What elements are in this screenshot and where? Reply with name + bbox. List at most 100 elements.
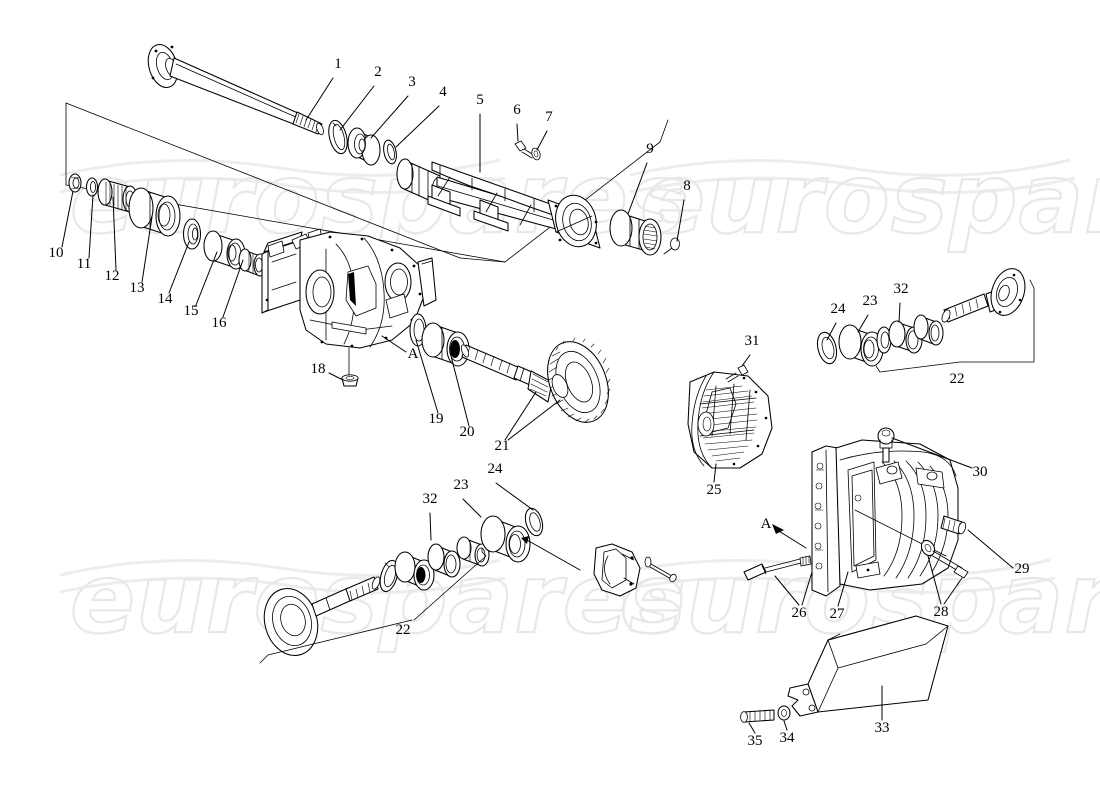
callout-3: 3 [370,74,416,139]
callout-label: 26 [792,605,808,621]
callout-10: 10 [49,190,74,261]
callout-label: 24 [831,301,847,317]
spline-hatching [295,113,320,133]
bolt-thread-hatch [749,709,771,722]
callout-24-top: 24 [826,301,847,341]
callout-23-top: 23 [857,293,878,333]
part-heat-shield [787,615,949,717]
callout-label: 14 [158,291,174,307]
callout-label: 28 [934,604,949,620]
part-axle-half-shaft [147,43,324,136]
callout-label: 32 [423,491,438,507]
part-crown-wheel-and-pinion [460,337,611,423]
part-differential-cover [811,439,959,597]
bracket-left-diag-top [65,102,461,259]
callout-label: 27 [830,606,846,622]
callout-27: 27 [830,571,849,622]
callout-20: 20 [449,351,475,440]
callout-18: 18 [311,361,344,381]
watermark-top-right: eurospares [629,142,1100,256]
pinion-teeth [529,373,549,397]
callout-35: 35 [748,722,763,749]
part-snap-ring [328,119,348,155]
callout-34: 34 [780,720,796,746]
part-differential-carrier [687,371,773,469]
callout-21: 21 [495,391,561,454]
callout-label: 20 [460,424,475,440]
callout-23-bottom: 23 [454,477,482,518]
callout-4: 4 [395,84,447,148]
part-differential-housing [261,228,437,349]
watermark-text: eurospares [640,143,1100,255]
callout-label: 1 [334,56,342,72]
callout-14: 14 [158,241,190,307]
part-output-shaft-assembly-top [816,268,1035,373]
callout-9: 9 [627,141,654,215]
callout-12: 12 [105,196,120,284]
part-retaining-ring [383,139,397,165]
callout-label: 2 [374,64,382,80]
callout-32-bottom: 32 [423,491,438,541]
callout-label: 6 [513,102,521,118]
callout-31: 31 [741,333,760,367]
internal-spline-hatch [643,225,658,250]
callout-label: 8 [683,178,691,194]
callout-label: 23 [454,477,469,493]
callout-2: 2 [339,64,382,131]
watermark-text: eurospares [70,543,687,655]
section-marker-label: A [761,516,772,532]
callout-label: 29 [1015,561,1030,577]
part-drain-plug [341,347,359,387]
callout-1: 1 [305,56,342,121]
part-stud [940,515,967,535]
callout-5: 5 [476,92,484,173]
part-breather-valve [877,427,895,463]
callout-26: 26 [774,571,813,621]
callout-label: 34 [780,730,796,746]
part-cover-bolt-washer [920,539,969,579]
callout-label: 22 [950,371,965,387]
callout-30: 30 [891,437,988,480]
bracket-left-join [459,257,506,263]
callout-16: 16 [212,259,244,331]
callout-32-top: 32 [894,281,909,323]
crown-wheel-teeth [548,337,611,423]
callout-13: 13 [130,216,153,296]
callout-label: 4 [439,84,447,100]
part-cv-joint-housing [609,209,662,256]
part-washer-7 [531,147,541,161]
part-output-shaft-assembly-bottom [259,507,581,664]
bracket-right-tip [659,119,669,143]
callout-25: 25 [707,463,722,498]
callout-label: 32 [894,281,909,297]
part-nut-10 [68,173,82,193]
callout-label: 7 [545,109,553,125]
callout-label: 31 [745,333,760,349]
callout-11: 11 [77,194,94,272]
callout-label: 12 [105,268,120,284]
callout-label: 15 [184,303,199,319]
callout-label: 9 [646,141,654,157]
callout-22-bottom: 22 [396,622,411,638]
callout-8: 8 [676,178,691,242]
part-bolt-shield [740,709,775,723]
callout-label: 10 [49,245,64,261]
callout-label: 25 [707,482,722,498]
callout-label: 35 [748,733,763,749]
part-caliper-bracket [593,543,677,597]
callout-label: 23 [863,293,878,309]
callout-label: 13 [130,280,145,296]
section-marker-A-center: A [381,335,419,362]
callout-label: 5 [476,92,484,108]
callout-label: 3 [408,74,416,90]
callout-7: 7 [536,109,553,151]
callout-label: 11 [77,256,91,272]
part-washer-shield [777,705,791,721]
part-bearing-outer [128,187,181,237]
callout-15: 15 [184,251,218,319]
callout-29: 29 [967,529,1030,577]
callout-22-top: 22 [950,371,965,387]
part-washer-11 [85,177,99,197]
watermark-bottom-left: eurospares [59,542,687,656]
